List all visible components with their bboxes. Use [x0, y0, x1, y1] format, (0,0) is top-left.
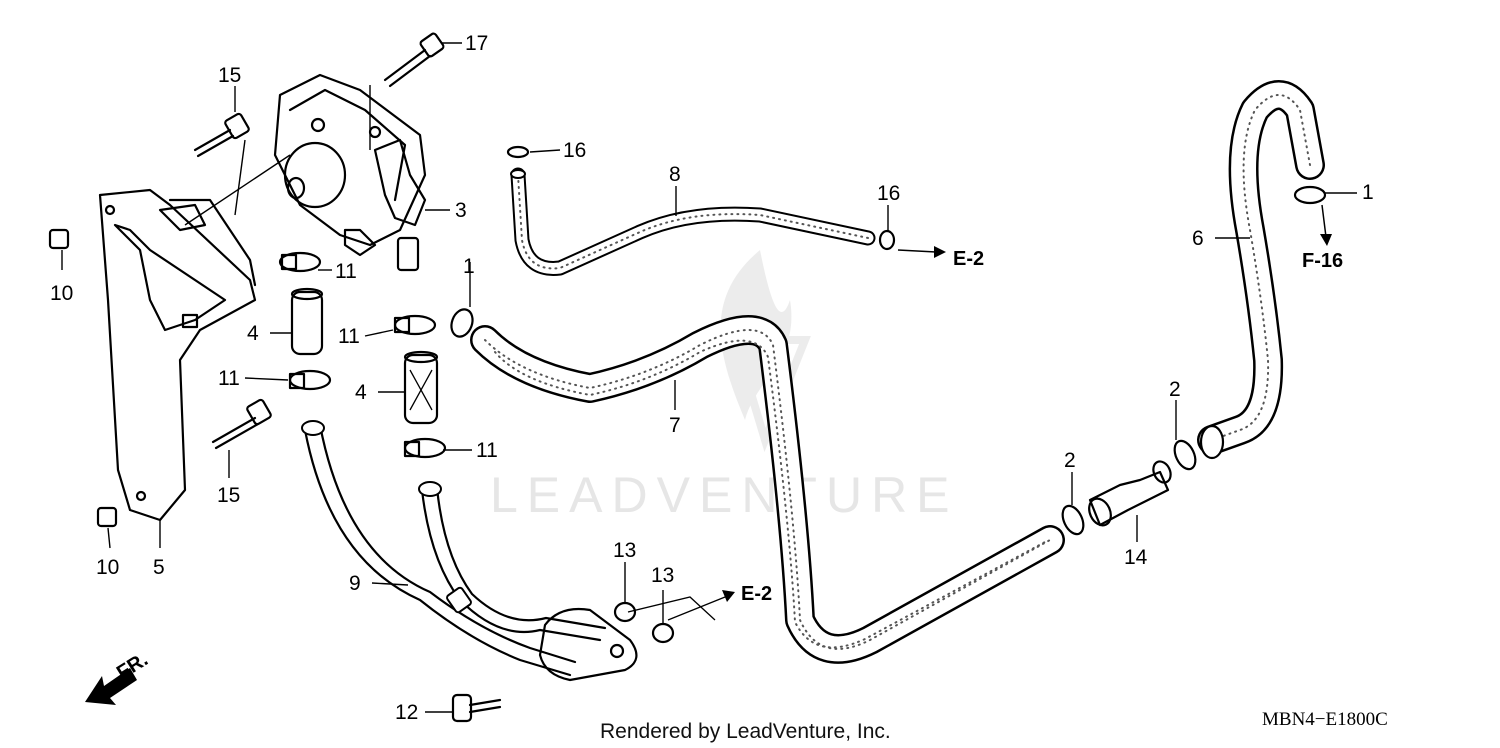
bolt-15-bottom: [211, 398, 272, 450]
bracket-5: [98, 188, 257, 522]
callout-4-left: 4: [247, 322, 259, 345]
callout-15-bottom: 15: [217, 484, 240, 507]
arrow-f16: [1320, 204, 1332, 246]
clip-16-top: [506, 145, 530, 159]
callout-15-top: 15: [218, 64, 241, 87]
callout-9: 9: [349, 572, 361, 595]
clamp-11-d: [403, 437, 447, 459]
callout-11-b: 11: [338, 325, 360, 348]
callout-2-left: 2: [1064, 449, 1076, 472]
ref-e2-top: E-2: [953, 248, 984, 270]
fuel-pump-3: [273, 73, 427, 272]
credit-text: Rendered by LeadVenture, Inc.: [600, 720, 891, 743]
clip-2-right: [1173, 439, 1197, 471]
arrow-e2-bottom: [627, 590, 735, 621]
callout-1-middle: 1: [463, 255, 475, 278]
bolt-15-top: [193, 112, 250, 158]
callout-13-b: 13: [651, 564, 674, 587]
arrow-e2-top: [897, 246, 946, 258]
front-arrow: [85, 668, 137, 705]
clip-2-left: [1061, 504, 1085, 536]
callout-16-right: 16: [877, 182, 900, 205]
callout-6: 6: [1192, 227, 1204, 250]
callout-16-top: 16: [563, 139, 586, 162]
leader-lines: [61, 42, 1357, 713]
callout-4-right: 4: [355, 381, 367, 404]
ref-e2-bottom: E-2: [741, 583, 772, 605]
clamp-11-a: [278, 251, 322, 273]
callout-1-right: 1: [1362, 181, 1374, 204]
washer-13-a: [613, 601, 637, 623]
callout-13-a: 13: [613, 539, 636, 562]
callout-14: 14: [1124, 546, 1148, 569]
clip-1-middle: [450, 308, 474, 338]
diagram-code: MBN4−E1800C: [1262, 709, 1388, 730]
callout-8: 8: [669, 163, 681, 186]
callout-2-right: 2: [1169, 378, 1181, 401]
hose-4-left: [290, 287, 324, 356]
clamp-11-c: [288, 369, 332, 391]
callout-3: 3: [455, 199, 467, 222]
washer-13-b: [651, 622, 675, 644]
clamp-11-b: [393, 314, 437, 336]
callout-10-bottom: 10: [96, 556, 119, 579]
clip-16-right: [878, 229, 896, 251]
pipe-9: [301, 420, 638, 682]
hose-7: [470, 315, 1065, 664]
ref-f16: F-16: [1302, 250, 1343, 272]
callout-12: 12: [395, 701, 418, 724]
bolt-17: [383, 32, 445, 88]
nut-10-bottom: [96, 506, 118, 528]
callout-11-c: 11: [218, 367, 240, 390]
callout-5: 5: [153, 556, 165, 579]
clip-1-right: [1293, 185, 1327, 205]
callout-7: 7: [669, 414, 681, 437]
callout-17: 17: [465, 32, 488, 55]
watermark-text: LEADVENTURE: [490, 467, 959, 523]
hose-8: [510, 167, 876, 276]
callout-10-top: 10: [50, 282, 73, 305]
joint-14: [1088, 460, 1172, 527]
callout-11-d: 11: [476, 439, 498, 462]
hose-6: [1197, 80, 1325, 460]
hose-4-right: [403, 350, 439, 425]
callout-11-a: 11: [335, 260, 357, 283]
bolt-12: [451, 693, 502, 723]
nut-10-top: [48, 228, 70, 250]
